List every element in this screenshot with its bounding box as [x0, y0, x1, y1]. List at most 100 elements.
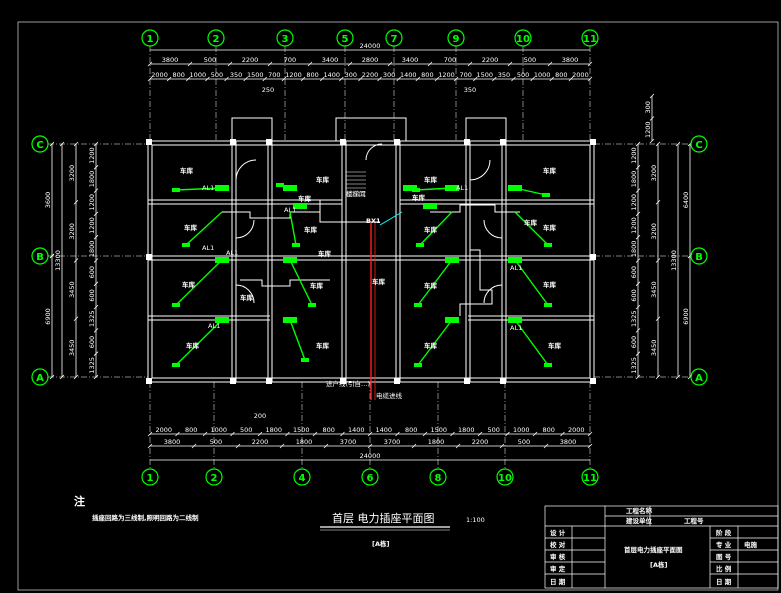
dim-bottom-row2-2: 2200 [252, 438, 269, 446]
dim-left-outer-0: 3600 [44, 192, 52, 209]
distribution-panel-11 [508, 317, 522, 323]
socket-outlet-4 [276, 183, 284, 187]
dim-top-total: 24000 [360, 42, 381, 50]
dim-bottom-row1-7: 1400 [348, 426, 365, 434]
room-label-19: 车库 [298, 194, 312, 203]
title-block-left-1: 校 对 [550, 540, 566, 549]
dim-left-mid-3: 3450 [68, 340, 76, 357]
socket-circuit-10 [417, 259, 453, 306]
axis-bubble-right-A: A [695, 373, 703, 384]
panel-label-5: AL1 [510, 264, 522, 272]
dim-top-row2-18: 350 [498, 71, 510, 79]
dim-right-outer-0: 6400 [682, 192, 690, 209]
distribution-panel-2 [215, 317, 229, 323]
room-label-16: 车库 [240, 293, 254, 302]
room-label-15: 车库 [548, 341, 562, 350]
dim-bottom-row2-4: 3700 [340, 438, 357, 446]
axis-bubble-bottom-1-circle [141, 468, 159, 486]
dim-top-row1-8: 2200 [482, 56, 499, 64]
title-block-left-2: 审 核 [550, 552, 566, 561]
room-label-14: 车库 [543, 280, 557, 289]
dim-right-mid-2: 3450 [650, 281, 658, 298]
socket-outlet-0 [172, 188, 180, 192]
dim-left-mid-0: 3200 [68, 165, 76, 182]
dim-top-row2-3: 500 [211, 71, 223, 79]
axis-bubble-right-C-circle [690, 135, 708, 153]
dim-right-inner-2: 1200 [630, 194, 638, 211]
dim-right-inner-9: 1325 [630, 357, 638, 374]
room-label-11: 车库 [424, 341, 438, 350]
axis-bubble-top-3-circle [276, 29, 294, 47]
dim-top-row1-2: 2200 [242, 56, 259, 64]
dim-right-mid-0: 3200 [650, 165, 658, 182]
dim-bottom-small: 200 [254, 412, 266, 420]
dim-top-row2-21: 800 [555, 71, 567, 79]
socket-outlet-2 [172, 303, 180, 307]
dim-top-row2-14: 800 [421, 71, 433, 79]
axis-bubble-left-B: B [36, 252, 44, 263]
axis-bubble-bottom-2: 2 [211, 473, 218, 484]
dim-left-inner-0: 1200 [88, 147, 96, 164]
dim-bottom-row1-13: 1000 [513, 426, 530, 434]
socket-circuit-11 [417, 319, 453, 366]
dim-bottom-row1-10: 1500 [430, 426, 447, 434]
axis-bubble-top-3: 3 [282, 34, 289, 45]
dim-top-row1-3: 700 [284, 56, 296, 64]
distribution-panel-6 [445, 185, 459, 191]
axis-bubble-bottom-10-circle [496, 468, 514, 486]
dim-top-row2-15: 1200 [438, 71, 455, 79]
drawing-title: 首层 电力插座平面图 [332, 511, 435, 525]
building-walls [146, 117, 596, 384]
dim-left-inner-7: 1325 [88, 310, 96, 327]
dim-top-small-0: 250 [262, 86, 274, 94]
dim-top-row1-0: 3800 [162, 56, 179, 64]
title-block [544, 505, 779, 589]
distribution-panel-12 [403, 185, 417, 191]
panel-label-7: AL1 [226, 249, 238, 257]
room-label-1: 车库 [184, 223, 198, 232]
axis-bubble-bottom-2-circle [205, 468, 223, 486]
title-block-right-val-1: 电施 [744, 540, 758, 549]
socket-outlet-11 [414, 363, 422, 367]
axis-bubble-right-B-circle [690, 247, 708, 265]
socket-outlet-9 [416, 243, 424, 247]
title-block-right-key-1: 专 业 [716, 540, 732, 549]
room-labels: 车库车库车库车库车库车库车库车库车库车库车库车库车库车库车库车库车库车库车库车库… [180, 166, 562, 350]
dim-top-row2-12: 300 [383, 71, 395, 79]
dim-left-inner-6: 600 [88, 289, 96, 301]
title-block-job-no: 工程号 [684, 516, 704, 525]
axis-bubble-top-5: 5 [342, 34, 349, 45]
stair-label: 楼梯间 [346, 189, 366, 198]
room-label-21: 车库 [318, 249, 332, 258]
dim-top-row2-4: 350 [230, 71, 242, 79]
drawing-scale: 1:100 [466, 516, 485, 524]
axis-bubble-bottom-1: 1 [147, 473, 154, 484]
dim-top-row1-6: 3400 [402, 56, 419, 64]
dim-bottom-row1-9: 800 [405, 426, 417, 434]
axis-bubble-bottom-11-circle [581, 468, 599, 486]
room-label-20: 车库 [372, 277, 386, 286]
dim-bottom-row2-3: 1800 [296, 438, 313, 446]
dim-bottom-row1-6: 800 [323, 426, 335, 434]
socket-circuit-2 [175, 259, 223, 306]
axis-bubble-bottom-6: 6 [367, 473, 374, 484]
room-label-13: 车库 [543, 223, 557, 232]
room-label-9: 车库 [424, 225, 438, 234]
panel-label-1: AL1 [202, 244, 214, 252]
title-block-right-key-0: 阶 段 [716, 528, 732, 537]
title-block-right-key-3: 比 例 [716, 564, 732, 573]
dim-bottom-row2-1: 500 [210, 438, 222, 446]
room-label-18: 车库 [524, 218, 538, 227]
socket-outlet-6 [308, 303, 316, 307]
incoming-cable [370, 211, 403, 400]
room-label-3: 车库 [186, 341, 200, 350]
distribution-panel-8 [445, 317, 459, 323]
socket-outlet-7 [301, 358, 309, 362]
axis-bubble-top-10: 10 [516, 34, 530, 45]
dim-right-top-1: 1200 [644, 121, 652, 138]
axis-bubble-top-11-circle [581, 29, 599, 47]
socket-circuit-3 [175, 319, 223, 366]
